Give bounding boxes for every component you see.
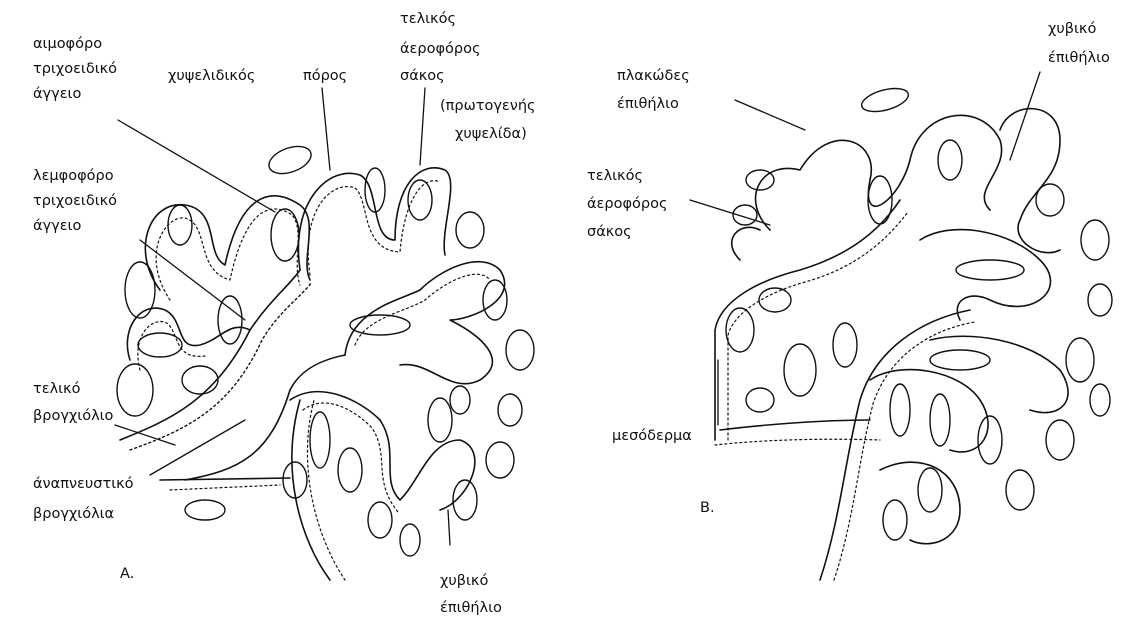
label-respiratory-bronchiole-line2: βρογχιόλια xyxy=(33,506,114,522)
label-alveolar-pore: χυψελιδικός xyxy=(168,68,255,84)
label-mesoderm: μεσόδερμα xyxy=(612,428,692,444)
label-cuboidal-epithelium-a-line2: έπιθήλιο xyxy=(440,600,502,616)
label-terminal-sac-b-line2: άεροφόρος xyxy=(587,196,668,212)
panel-b-drawing xyxy=(690,72,1112,580)
label-cuboidal-epithelium-a-line1: χυβικό xyxy=(440,573,488,589)
label-blood-vessel-line3: άγγειο xyxy=(33,86,81,102)
label-terminal-sac-line5: χυψελίδα) xyxy=(455,126,527,142)
panel-b-letter: B. xyxy=(700,500,715,516)
label-blood-vessel-line1: αιμοφόρο xyxy=(33,36,102,52)
label-cuboidal-epithelium-b-line1: χυβικό xyxy=(1048,21,1096,37)
label-terminal-sac-line1: τελικός xyxy=(400,11,456,27)
label-lymph-vessel-line3: άγγειο xyxy=(33,218,81,234)
label-terminal-sac-line3: σάκος xyxy=(400,68,445,84)
panel-a-drawing xyxy=(115,88,534,580)
label-squamous-epithelium-line2: έπιθήλιο xyxy=(617,96,679,112)
label-terminal-sac-line4: (πρωτογενής xyxy=(440,98,536,114)
panel-a-letter: A. xyxy=(120,566,134,582)
label-squamous-epithelium-line1: πλακώδες xyxy=(617,68,690,84)
label-respiratory-bronchiole-line1: άναπνευστικό xyxy=(33,476,134,492)
label-lymph-vessel-line1: λεμφοφόρο xyxy=(33,168,114,184)
label-pore: πόρος xyxy=(303,68,347,84)
label-terminal-sac-b-line1: τελικός xyxy=(587,168,643,184)
label-lymph-vessel-line2: τριχοειδικό xyxy=(33,193,117,209)
label-blood-vessel-line2: τριχοειδικό xyxy=(33,61,117,77)
label-cuboidal-epithelium-b-line2: έπιθήλιο xyxy=(1048,50,1110,66)
label-terminal-bronchiole-line1: τελικό xyxy=(33,381,81,397)
label-terminal-sac-line2: άεροφόρος xyxy=(400,41,481,57)
label-terminal-sac-b-line3: σάκος xyxy=(587,224,632,240)
label-terminal-bronchiole-line2: βρογχιόλιο xyxy=(33,408,114,424)
